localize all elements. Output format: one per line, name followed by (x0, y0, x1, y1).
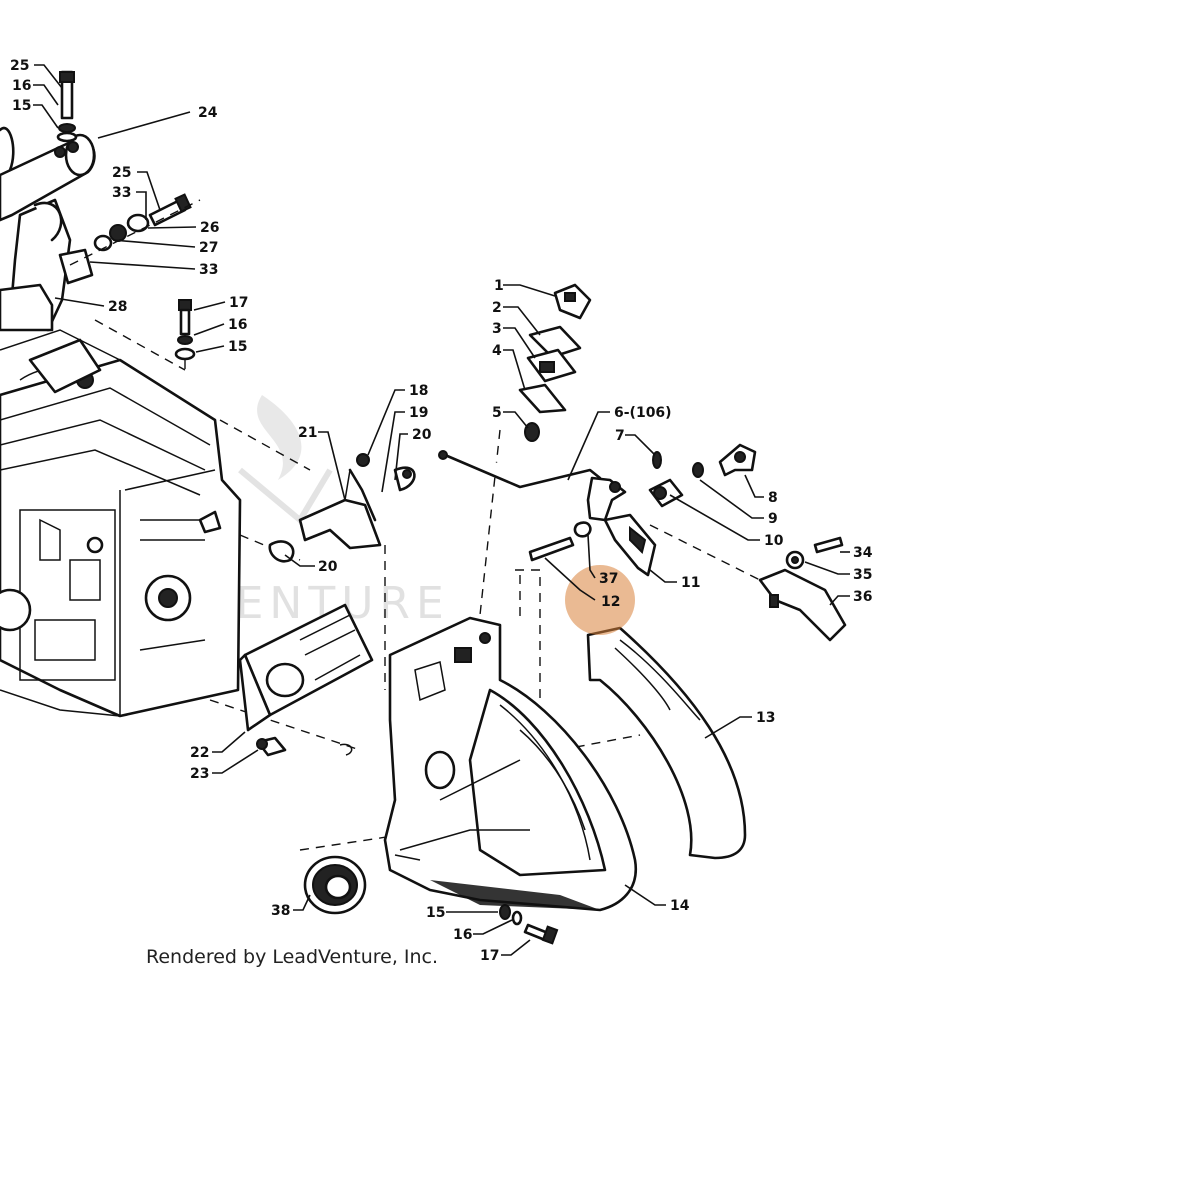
callout-18: 18 (409, 383, 428, 399)
parts-1-to-5 (518, 283, 592, 442)
callout-17: 17 (229, 295, 248, 311)
trigger-11 (603, 513, 657, 577)
callout-15: 15 (228, 339, 247, 355)
bolt-stack-mid-left (69, 193, 201, 266)
bolt-stack-mid (174, 299, 196, 376)
callout-23: 23 (190, 766, 209, 782)
callout-6: 6-(106) (614, 405, 672, 421)
callout-4: 4 (492, 343, 502, 359)
throttle-trigger-21 (198, 453, 416, 563)
callout-24: 24 (198, 105, 218, 121)
callout-7: 7 (615, 428, 625, 444)
callout-27: 27 (199, 240, 218, 256)
handle-cover-13 (586, 626, 747, 860)
bolt-stack-top-left (56, 70, 78, 143)
callout-16: 16 (453, 927, 472, 943)
lever-6 (528, 476, 627, 562)
engine-housing (0, 329, 242, 718)
callout-15: 15 (12, 98, 31, 114)
front-handle-bar (0, 126, 102, 394)
housing-14 (383, 616, 638, 912)
callout-22: 22 (190, 745, 209, 761)
callout-16: 16 (12, 78, 31, 94)
callout-10: 10 (764, 533, 784, 549)
callout-36: 36 (853, 589, 872, 605)
callout-20: 20 (318, 559, 338, 575)
parts-7-to-10 (648, 443, 757, 508)
callout-37: 37 (599, 571, 618, 587)
callout-35: 35 (853, 567, 872, 583)
callout-3: 3 (492, 321, 502, 337)
callout-9: 9 (768, 511, 778, 527)
callout-12: 12 (601, 594, 620, 610)
callout-1: 1 (494, 278, 504, 294)
callout-15: 15 (426, 905, 445, 921)
seal-38 (303, 855, 367, 915)
callout-17: 17 (480, 948, 499, 964)
callout-19: 19 (409, 405, 428, 421)
leader-lines (33, 64, 850, 956)
callout-13: 13 (756, 710, 775, 726)
plate-22 (238, 603, 374, 732)
callout-33: 33 (199, 262, 218, 278)
callout-26: 26 (200, 220, 219, 236)
callout-labels: 25 16 15 24 25 33 26 27 33 28 17 16 15 1… (10, 58, 873, 964)
callout-38: 38 (271, 903, 290, 919)
callout-8: 8 (768, 490, 778, 506)
screw-23 (256, 736, 353, 757)
callout-21: 21 (298, 425, 317, 441)
parts-34-to-36 (758, 536, 847, 642)
callout-11: 11 (681, 575, 700, 591)
callout-25: 25 (10, 58, 29, 74)
callout-20: 20 (412, 427, 432, 443)
callout-34: 34 (853, 545, 873, 561)
callout-33: 33 (112, 185, 131, 201)
callout-28: 28 (108, 299, 127, 315)
render-credit: Rendered by LeadVenture, Inc. (146, 946, 438, 968)
highlight-marker (565, 565, 635, 635)
callout-16: 16 (228, 317, 247, 333)
callout-2: 2 (492, 300, 502, 316)
callout-14: 14 (670, 898, 690, 914)
bolt-stack-bottom (499, 904, 559, 945)
callout-25: 25 (112, 165, 131, 181)
throttle-rod (438, 450, 602, 489)
callout-5: 5 (492, 405, 502, 421)
